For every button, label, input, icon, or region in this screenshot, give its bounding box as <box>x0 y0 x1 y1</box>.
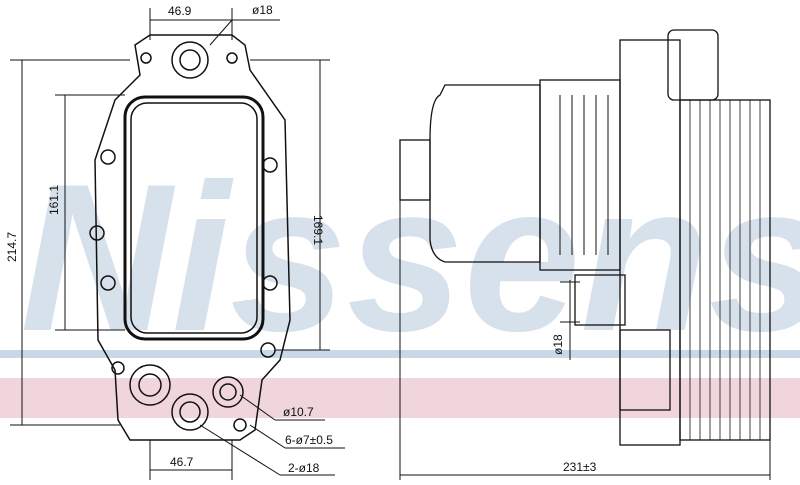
ribs <box>559 95 609 255</box>
dim-overall-height: 214.7 <box>5 232 19 262</box>
dim-bottom-width: 46.7 <box>170 455 194 469</box>
side-port <box>574 274 626 326</box>
filter-housing <box>429 84 541 263</box>
top-port <box>171 41 209 79</box>
exchanger-fins <box>689 100 761 440</box>
side-view <box>399 29 771 446</box>
dim-top-port: ø18 <box>252 3 273 17</box>
gasket-inner <box>130 102 258 334</box>
watermark-text: Nissens <box>20 140 800 375</box>
dim-overall-length: 231±3 <box>563 460 597 474</box>
dim-bolt-holes: 6-ø7±0.5 <box>285 433 333 447</box>
dim-ports: 2-ø18 <box>288 461 320 475</box>
dimension-lines <box>10 8 771 480</box>
dim-top-width: 46.9 <box>168 4 192 18</box>
gasket-window <box>123 95 265 341</box>
dim-small-port: ø10.7 <box>283 405 314 419</box>
dim-inner-height: 161.1 <box>47 185 61 215</box>
bolt-holes <box>89 52 278 432</box>
bottom-ports <box>129 364 244 431</box>
lower-housing <box>619 329 671 411</box>
front-view <box>89 34 291 441</box>
hex-nut <box>399 139 431 201</box>
dim-bolt-height: 169.1 <box>311 215 325 245</box>
cooler-plate <box>94 34 291 441</box>
heat-exchanger <box>679 99 771 441</box>
dim-side-port: ø18 <box>551 334 565 355</box>
